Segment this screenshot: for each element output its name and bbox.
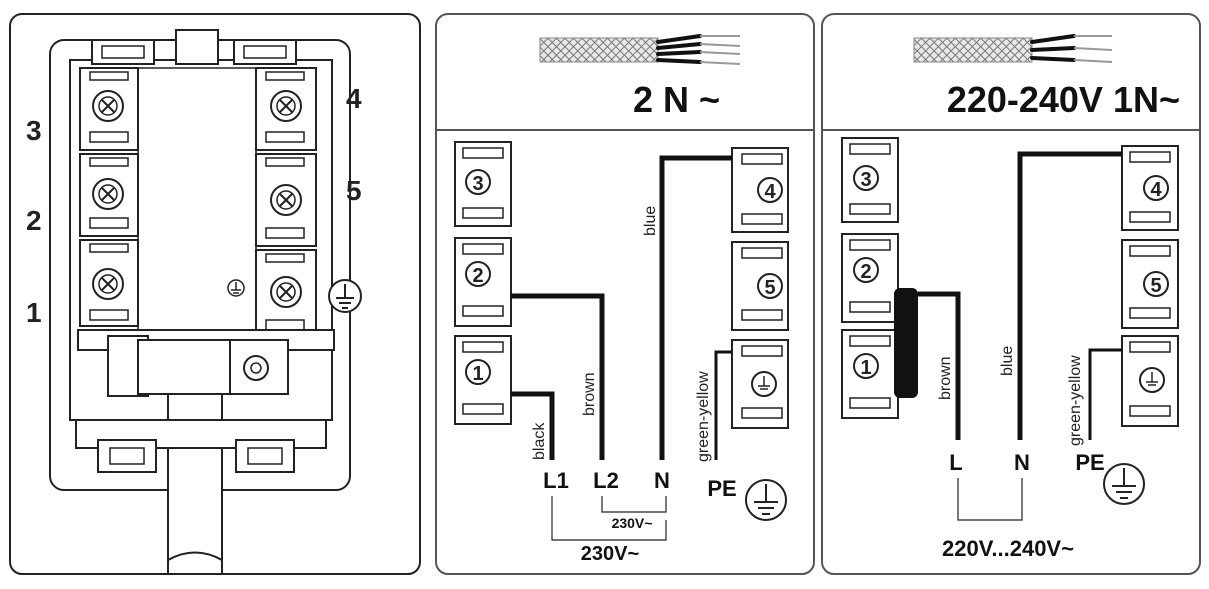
wire-label-blue: blue xyxy=(999,346,1016,376)
terminal-number-3: 3 xyxy=(26,115,42,146)
wire-black xyxy=(511,391,555,460)
wire-label-brown: brown xyxy=(581,372,598,416)
right-screw-column xyxy=(255,67,317,337)
output-l1: L1 xyxy=(543,468,569,493)
wire-brown xyxy=(918,291,961,440)
voltage-inner-label: 230V~ xyxy=(612,515,653,531)
left-screw-column xyxy=(79,67,139,327)
pe-ground-icon xyxy=(745,479,787,521)
terminal-2: 2 xyxy=(454,237,512,327)
terminal-3: 3 xyxy=(454,141,512,227)
terminal-1: 1 xyxy=(454,335,512,425)
wire-label-black: black xyxy=(531,422,548,460)
output-pe: PE xyxy=(1075,450,1104,475)
supply-cable-icon xyxy=(539,34,741,65)
output-l2: L2 xyxy=(593,468,619,493)
svg-text:1: 1 xyxy=(860,357,871,379)
terminal-5: 5 xyxy=(1121,239,1179,329)
terminal-4: 4 xyxy=(1121,145,1179,231)
svg-text:1: 1 xyxy=(472,363,483,385)
voltage-outer-label: 230V~ xyxy=(581,543,639,565)
svg-text:3: 3 xyxy=(472,173,483,195)
wire-blue xyxy=(659,155,732,460)
panel-title: 220-240V 1N~ xyxy=(947,79,1180,120)
svg-text:5: 5 xyxy=(1150,275,1161,297)
output-l: L xyxy=(949,450,962,475)
panel-terminal-block: 3 2 1 4 5 xyxy=(9,13,421,575)
supply-cable-icon xyxy=(913,34,1113,63)
panel-two-phase: 2 N ~ 3 2 1 4 xyxy=(435,13,815,575)
pe-ground-icon xyxy=(1103,463,1145,505)
terminal-number-1: 1 xyxy=(26,297,42,328)
voltage-range-label: 220V...240V~ xyxy=(942,536,1074,561)
output-n: N xyxy=(1014,450,1030,475)
terminal-ground xyxy=(731,339,789,429)
bridge-jumper xyxy=(894,288,918,398)
ground-icon xyxy=(328,279,362,313)
wire-label-brown: brown xyxy=(937,356,954,400)
terminal-2: 2 xyxy=(841,233,899,323)
svg-text:3: 3 xyxy=(860,169,871,191)
svg-text:2: 2 xyxy=(472,265,483,287)
terminal-ground xyxy=(1121,335,1179,427)
wire-blue xyxy=(1017,151,1122,440)
svg-text:2: 2 xyxy=(860,261,871,283)
svg-text:5: 5 xyxy=(764,277,775,299)
panel-title: 2 N ~ xyxy=(633,79,720,120)
wire-label-blue: blue xyxy=(642,206,659,236)
wire-label-green-yellow: green-yellow xyxy=(695,371,712,462)
wire-label-green-yellow: green-yellow xyxy=(1067,355,1084,446)
panel-single-phase: 220-240V 1N~ 3 2 1 4 xyxy=(821,13,1201,575)
inner-ground-icon xyxy=(227,279,245,297)
output-pe: PE xyxy=(707,476,736,501)
terminal-number-2: 2 xyxy=(26,205,42,236)
terminal-4: 4 xyxy=(731,147,789,233)
terminal-5: 5 xyxy=(731,241,789,331)
svg-text:4: 4 xyxy=(1150,179,1162,201)
terminal-number-4: 4 xyxy=(346,83,362,114)
svg-text:4: 4 xyxy=(764,181,776,203)
terminal-3: 3 xyxy=(841,137,899,223)
wire-green-yellow xyxy=(1088,348,1122,440)
terminal-1: 1 xyxy=(841,329,899,419)
wire-green-yellow xyxy=(714,350,732,460)
terminal-number-5: 5 xyxy=(346,175,362,206)
wire-brown xyxy=(511,293,605,460)
output-n: N xyxy=(654,468,670,493)
